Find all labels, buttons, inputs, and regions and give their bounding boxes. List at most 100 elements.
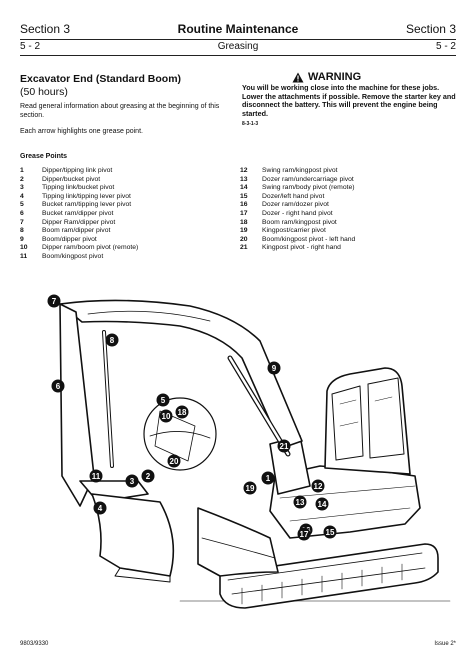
grease-point-number: 16 xyxy=(240,201,248,209)
header-row: Section 3 Routine Maintenance Section 3 xyxy=(20,22,456,38)
callout-number: 19 xyxy=(246,484,255,493)
grease-point-number: 15 xyxy=(240,192,248,200)
callout-group: 786951018202111432112131415161719 xyxy=(47,294,337,541)
callout-number: 20 xyxy=(170,457,179,466)
callout-marker xyxy=(93,501,107,515)
callout-marker xyxy=(89,469,103,483)
grease-point-label: Boom/kingpost pivot xyxy=(42,252,104,260)
grease-point-number: 2 xyxy=(20,175,24,183)
page-title: Routine Maintenance xyxy=(177,22,299,36)
grease-point-label: Dozer/left hand pivot xyxy=(262,192,325,200)
callout-marker xyxy=(277,439,291,453)
callout-number: 2 xyxy=(146,472,151,481)
callout-marker xyxy=(243,481,257,495)
grease-point-label: Kingpost/carrier pivot xyxy=(262,227,326,235)
grease-callout: 15 xyxy=(323,525,337,539)
grease-callout: 3 xyxy=(125,474,139,488)
callout-number: 7 xyxy=(52,297,57,306)
callout-number: 5 xyxy=(161,396,166,405)
grease-point-item: 5 Bucket ram/tipping lever pivot xyxy=(20,201,138,210)
grease-point-number: 5 xyxy=(20,201,24,209)
grease-point-number: 20 xyxy=(240,235,248,243)
grease-callout: 2 xyxy=(141,469,155,483)
intro-paragraph: Read general information about greasing … xyxy=(20,103,220,119)
grease-callout: 7 xyxy=(47,294,61,308)
grease-point-label: Tipping link/bucket pivot xyxy=(42,184,115,192)
grease-callout: 18 xyxy=(175,405,189,419)
grease-callout: 4 xyxy=(93,501,107,515)
grease-callout: 14 xyxy=(315,497,329,511)
callout-marker xyxy=(47,294,61,308)
callout-number: 9 xyxy=(272,364,277,373)
warning-reference: 8-3-1-3 xyxy=(242,121,259,127)
section-heading: Excavator End (Standard Boom) xyxy=(20,73,182,85)
callout-number: 12 xyxy=(314,482,323,491)
grease-point-label: Bucket ram/dipper pivot xyxy=(42,209,114,217)
callout-number: 21 xyxy=(280,442,289,451)
grease-point-number: 11 xyxy=(20,252,28,260)
grease-callout: 17 xyxy=(297,527,311,541)
grease-callout: 5 xyxy=(156,393,170,407)
grease-point-item: 2 Dipper/bucket pivot xyxy=(20,176,138,185)
grease-callout: 8 xyxy=(105,333,119,347)
grease-point-label: Dozer ram/dozer pivot xyxy=(262,201,329,209)
page-number-right: 5 - 2 xyxy=(435,41,456,52)
grease-point-item: 15 Dozer/left hand pivot xyxy=(240,193,355,202)
grease-point-label: Dipper ram/boom pivot (remote) xyxy=(42,244,139,252)
issue-number: Issue 2* xyxy=(434,641,456,647)
warning-triangle-icon xyxy=(292,72,304,82)
callout-number: 17 xyxy=(300,530,309,539)
callout-number: 1 xyxy=(266,474,271,483)
callout-marker xyxy=(323,525,337,539)
callout-marker xyxy=(297,527,311,541)
grease-point-item: 9 Boom/dipper pivot xyxy=(20,236,138,245)
callout-marker xyxy=(293,495,307,509)
grease-point-label: Swing ram/kingpost pivot xyxy=(262,167,338,174)
subheader-row: 5 - 2 Greasing 5 - 2 xyxy=(20,41,456,55)
callout-number: 10 xyxy=(162,412,171,421)
callout-number: 3 xyxy=(130,477,135,486)
grease-points-title: Grease Points xyxy=(20,153,68,160)
grease-point-number: 3 xyxy=(20,184,24,192)
grease-callout: 21 xyxy=(277,439,291,453)
grease-point-label: Swing ram/body pivot (remote) xyxy=(262,184,355,192)
callout-marker xyxy=(156,393,170,407)
grease-point-number: 21 xyxy=(240,244,248,252)
grease-callout: 13 xyxy=(293,495,307,509)
callout-marker xyxy=(261,471,275,485)
callout-number: 18 xyxy=(178,408,187,417)
grease-point-item: 3 Tipping link/bucket pivot xyxy=(20,184,138,193)
grease-point-number: 10 xyxy=(20,244,28,252)
grease-callout: 1 xyxy=(261,471,275,485)
grease-point-label: Boom/dipper pivot xyxy=(42,235,97,243)
grease-point-number: 9 xyxy=(20,235,24,243)
callout-marker xyxy=(267,361,281,375)
instruction-paragraph: Each arrow highlights one grease point. xyxy=(20,128,143,135)
callout-marker xyxy=(51,379,65,393)
callout-marker xyxy=(311,479,325,493)
callout-marker xyxy=(167,454,181,468)
grease-callout: 12 xyxy=(311,479,325,493)
grease-point-label: Bucket ram/tipping lever pivot xyxy=(42,201,132,209)
callout-number: 4 xyxy=(98,504,103,513)
grease-point-number: 4 xyxy=(20,192,24,200)
grease-point-label: Dipper/tipping link pivot xyxy=(42,167,113,174)
grease-callout: 11 xyxy=(89,469,103,483)
callout-number: 14 xyxy=(318,500,327,509)
service-interval: (50 hours) xyxy=(20,86,68,98)
grease-point-number: 7 xyxy=(20,218,24,226)
grease-point-label: Dozer ram/undercarriage pivot xyxy=(262,175,354,183)
grease-point-label: Dozer - right hand pivot xyxy=(262,209,333,217)
grease-point-label: Dipper/bucket pivot xyxy=(42,175,101,183)
grease-point-label: Boom/kingpost pivot - left hand xyxy=(262,235,356,243)
